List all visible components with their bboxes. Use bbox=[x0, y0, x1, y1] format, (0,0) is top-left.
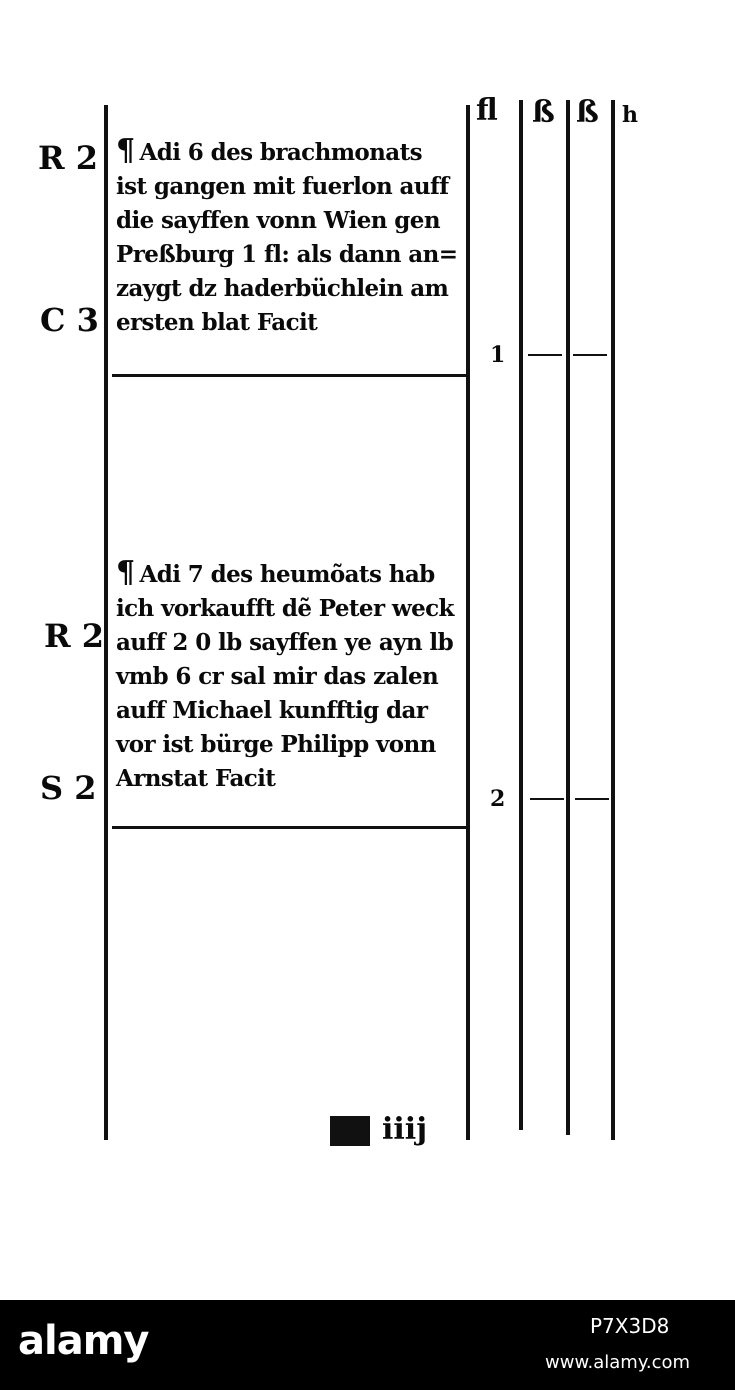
ledger-entry-2: ¶ Adi 7 des heumõats hab ich vorkaufft d… bbox=[116, 556, 466, 796]
entry-1-underline bbox=[112, 374, 466, 377]
entry-2-margin-label-1: R 2 bbox=[44, 617, 104, 655]
entry-line: auff 2 0 lb sayffen ye ayn lb bbox=[116, 629, 454, 656]
signature-letter-mark bbox=[330, 1116, 370, 1146]
entry-line: ¶ Adi 7 des heumõats hab bbox=[116, 555, 435, 590]
ledger-entry-1: ¶ Adi 6 des brachmonats ist gangen mit f… bbox=[116, 134, 466, 340]
entry-line: auff Michael kunfftig dar bbox=[116, 697, 428, 724]
entry-line: Arnstat Facit bbox=[116, 765, 276, 792]
column-head-heller: h bbox=[622, 102, 638, 128]
entry-1-amount: 1 bbox=[490, 342, 506, 368]
entry-line: ersten blat Facit bbox=[116, 309, 318, 336]
schilling-column-rule bbox=[566, 100, 570, 1135]
column-head-pfennig: ß bbox=[576, 95, 599, 130]
pilcrow-icon: ¶ bbox=[116, 555, 135, 590]
entry-line: ¶ Adi 6 des brachmonats bbox=[116, 133, 423, 168]
entry-line: zaygt dz haderbüchlein am bbox=[116, 275, 449, 302]
text-column-right-rule bbox=[466, 105, 470, 1140]
entry-line: vor ist bürge Philipp vonn bbox=[116, 731, 436, 758]
entry-1-pfennig-dash bbox=[573, 354, 607, 356]
folio-number: iiij bbox=[382, 1112, 428, 1147]
site-url: www.alamy.com bbox=[545, 1352, 691, 1373]
image-code: P7X3D8 bbox=[590, 1314, 670, 1338]
ledger-page: fl ß ß h R 2 C 3 ¶ Adi 6 des brachmonats… bbox=[38, 93, 638, 1147]
entry-line: ich vorkaufft dẽ Peter weck bbox=[116, 595, 454, 622]
entry-line: die sayffen vonn Wien gen bbox=[116, 207, 441, 234]
pfennig-column-rule bbox=[611, 100, 615, 1140]
entry-2-margin-label-2: S 2 bbox=[40, 769, 97, 807]
entry-1-margin-label-1: R 2 bbox=[38, 139, 98, 177]
watermark-banner: alamy P7X3D8 www.alamy.com bbox=[0, 1300, 735, 1390]
entry-line: Preßburg 1 fl: als dann an= bbox=[116, 241, 458, 268]
florin-column-rule bbox=[519, 100, 523, 1130]
entry-1-schilling-dash bbox=[528, 354, 562, 356]
entry-line: vmb 6 cr sal mir das zalen bbox=[116, 663, 439, 690]
column-head-florin: fl bbox=[476, 93, 498, 128]
entry-line: ist gangen mit fuerlon auff bbox=[116, 173, 449, 200]
column-head-schilling: ß bbox=[532, 95, 555, 130]
left-margin-rule bbox=[104, 105, 108, 1140]
entry-2-pfennig-dash bbox=[575, 798, 609, 800]
entry-1-margin-label-2: C 3 bbox=[40, 301, 99, 339]
entry-2-schilling-dash bbox=[530, 798, 564, 800]
entry-2-underline bbox=[112, 826, 466, 829]
entry-2-amount: 2 bbox=[490, 786, 506, 812]
pilcrow-icon: ¶ bbox=[116, 133, 135, 168]
watermark-logo: alamy bbox=[18, 1318, 149, 1364]
folio-signature: iiij bbox=[330, 1112, 427, 1147]
